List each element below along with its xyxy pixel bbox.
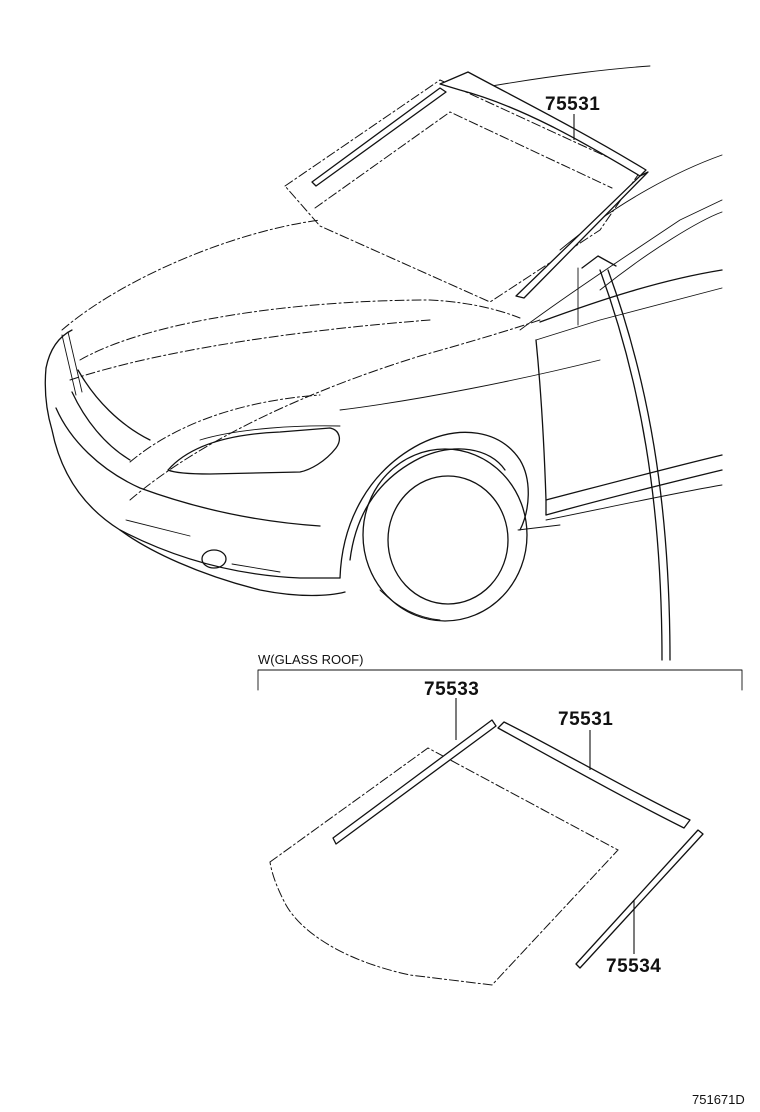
glass-roof-right-molding [575,829,704,969]
part-number-upper-molding: 75531 [545,94,600,115]
glass-roof-upper-molding [497,721,691,829]
condition-label: W(GLASS ROOF) [258,652,363,667]
glass-roof-windshield [269,747,619,986]
front-tire [362,448,528,622]
reference-arrow [581,255,671,661]
glass-roof-left-molding [332,719,497,845]
windshield-upper [284,71,649,303]
upper-molding-strip [439,71,647,177]
part-number-75534: 75534 [606,956,661,977]
car-illustration [44,65,723,622]
part-number-75533: 75533 [424,679,479,700]
left-side-molding [311,87,447,187]
diagram-reference-id: 751671D [692,1092,745,1107]
right-side-molding [515,171,649,299]
condition-bracket [257,669,743,691]
glass-roof-detail: W(GLASS ROOF) 75533 75531 75534 [257,652,743,986]
part-number-75531-glass-roof: 75531 [558,709,613,730]
fog-lamp [201,549,227,569]
